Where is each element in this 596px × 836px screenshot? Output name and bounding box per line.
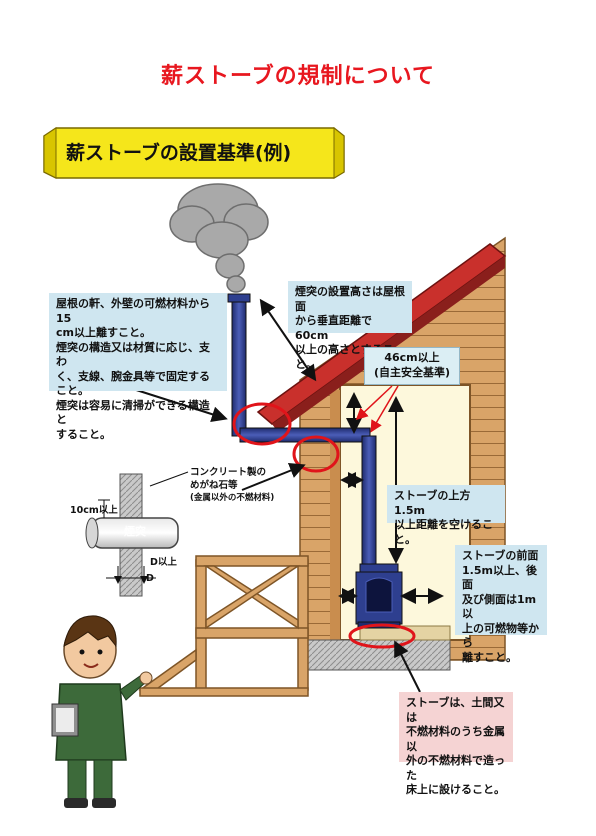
note-line: 外の不燃材料で造った	[406, 754, 505, 782]
note-line: 以上距離を空けること。	[394, 518, 493, 546]
chimney-pipe	[227, 293, 377, 569]
note-chimney-height: 煙突の設置高さは屋根面 から垂直距離で60cm 以上の高さとすること。	[288, 281, 412, 371]
banner-title: 薪ストーブの設置基準(例)	[66, 142, 292, 164]
note-floor-material: ストーブは、土間又は 不燃材料のうち金属以 外の不燃材料で造った 床上に設けるこ…	[399, 692, 513, 796]
stone-label-line: (金属以外の不燃材料)	[190, 493, 275, 503]
note-line: 煙突の設置高さは屋根面	[295, 285, 405, 313]
smoke-cloud	[169, 183, 269, 293]
instructor-figure	[51, 615, 153, 808]
note-line: から垂直距離で60cm	[295, 314, 372, 342]
note-46cm-standard: 46cm以上 (自主安全基準)	[364, 347, 460, 385]
note-line: 46cm以上	[384, 351, 440, 364]
note-line: cm以上離すこと。	[56, 326, 151, 339]
stone-label: コンクリート製の めがね石等 (金属以外の不燃材料)	[190, 466, 274, 505]
note-line: 煙突は容易に清掃ができる構造と	[56, 398, 210, 427]
wood-stove	[355, 563, 403, 629]
note-line: 煙突の構造又は材質に応じ、支わ	[56, 340, 210, 369]
note-line: 1.5m以上、後面	[462, 563, 537, 592]
note-stove-above: ストーブの上方1.5m 以上距離を空けること。	[387, 485, 505, 546]
stone-label-line: めがね石等	[190, 480, 238, 491]
note-line: く、支線、腕金具等で固定すること。	[56, 369, 210, 398]
note-stove-front: ストーブの前面 1.5m以上、後面 及び側面は1m以 上の可燃物等から 離すこと…	[455, 545, 547, 664]
d-or-more-label: D以上	[150, 557, 177, 568]
note-line: (自主安全基準)	[373, 365, 451, 379]
note-line: 及び側面は1m以	[462, 592, 537, 621]
deck-railing	[138, 555, 309, 697]
note-line: 不燃材料のうち金属以	[406, 725, 505, 753]
banner-ribbon	[43, 126, 345, 179]
note-line: ストーブの前面	[462, 549, 539, 562]
note-line: 屋根の軒、外壁の可燃材料から15	[56, 297, 210, 325]
chimney-wall-detail	[85, 471, 189, 597]
d-label: D	[146, 573, 154, 584]
note-line: すること。	[56, 427, 111, 441]
note-line: 床上に設けること。	[406, 783, 505, 796]
pipe-label: 煙突	[124, 525, 146, 538]
note-fire-clearance: 屋根の軒、外壁の可燃材料から15 cm以上離すこと。 煙突の構造又は材質に応じ、…	[49, 293, 227, 441]
note-line: 上の可燃物等から	[462, 621, 539, 650]
clearance-arrows	[129, 298, 444, 693]
stone-label-line: コンクリート製の	[190, 467, 267, 478]
red-pointer-lines	[355, 385, 399, 433]
note-line: ストーブの上方1.5m	[394, 489, 471, 517]
highlight-circles	[232, 402, 416, 649]
page-title: 薪ストーブの規制について	[160, 64, 436, 89]
note-line: ストーブは、土間又は	[406, 696, 505, 724]
note-line: 離すこと。	[462, 650, 517, 664]
ten-cm-label: 10cm以上	[70, 505, 118, 516]
